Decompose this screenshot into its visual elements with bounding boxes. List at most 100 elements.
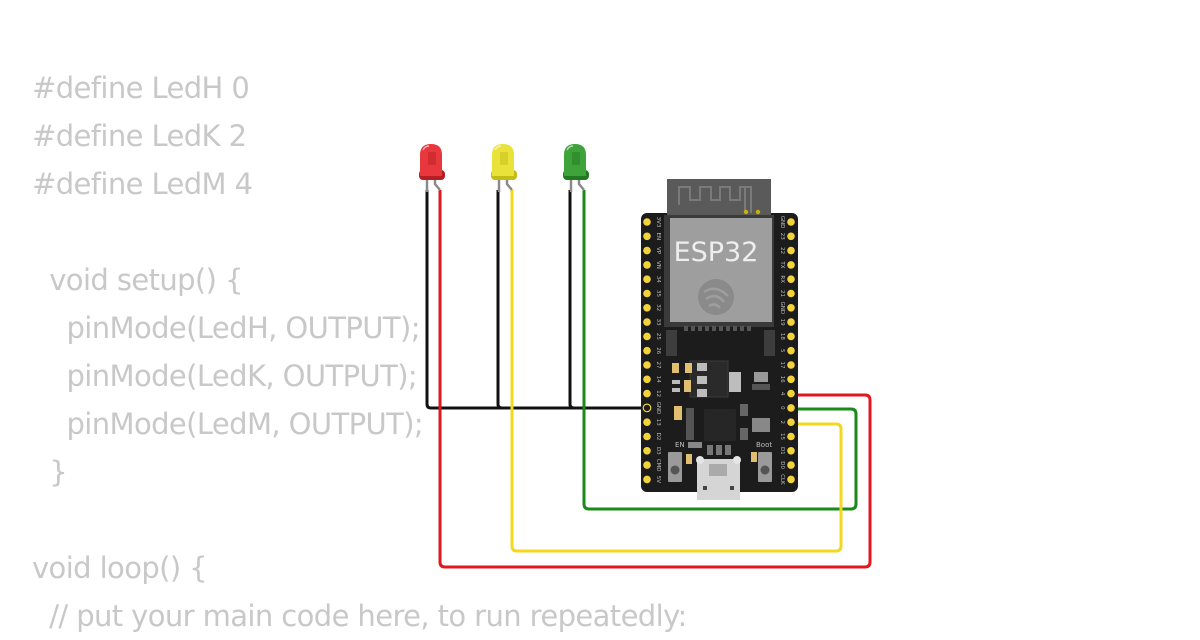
pin-0[interactable] xyxy=(787,404,795,412)
pin-label: 19 xyxy=(779,319,785,326)
pin-17[interactable] xyxy=(787,361,795,369)
pin-clk[interactable] xyxy=(787,475,795,484)
code-line: pinMode(LedH, OUTPUT); xyxy=(32,311,420,345)
pin-label: 21 xyxy=(779,290,785,297)
led-red[interactable] xyxy=(419,144,445,192)
pin-2[interactable] xyxy=(787,418,795,427)
pin-12[interactable] xyxy=(643,389,651,398)
pin-19[interactable] xyxy=(787,318,795,326)
pin-3v3[interactable] xyxy=(643,218,651,226)
pin-label: GND xyxy=(779,216,785,229)
antenna-trace xyxy=(678,186,752,213)
pin-label: D3 xyxy=(655,447,661,455)
pin-label: 33 xyxy=(655,319,661,326)
pin-label: 18 xyxy=(779,333,785,340)
pin-33[interactable] xyxy=(643,318,651,326)
pin-32[interactable] xyxy=(643,304,651,312)
pin-d0[interactable] xyxy=(787,461,795,469)
wire-ground[interactable] xyxy=(425,190,647,410)
pin-vp[interactable] xyxy=(643,246,651,255)
left-pin-header: 3V3ENVPVN343532332526271412GND13D2D3CMD5… xyxy=(642,217,661,484)
pin-label: 5 xyxy=(779,349,785,353)
module-castellations xyxy=(684,326,751,331)
esp32-board[interactable]: ESP32 xyxy=(641,179,798,500)
espressif-logo-icon xyxy=(698,279,734,315)
pin-18[interactable] xyxy=(787,332,795,341)
pin-label: 25 xyxy=(655,333,661,340)
pin-label: 35 xyxy=(655,290,661,297)
module-side-pads xyxy=(666,330,677,356)
pin-tx[interactable] xyxy=(787,261,795,269)
pin-label: 34 xyxy=(655,276,661,283)
code-line: // put your main code here, to run repea… xyxy=(32,599,687,633)
pin-22[interactable] xyxy=(787,246,795,255)
pin-label: VP xyxy=(655,247,661,255)
pin-4[interactable] xyxy=(787,389,795,398)
pin-label: VN xyxy=(655,261,661,269)
code-line: void loop() { xyxy=(32,551,208,585)
pin-23[interactable] xyxy=(787,232,795,241)
antenna-pad xyxy=(743,209,749,215)
boot-button[interactable] xyxy=(758,452,772,482)
pin-14[interactable] xyxy=(643,375,651,384)
module-side-pads xyxy=(764,330,775,356)
pin-label: 32 xyxy=(655,304,661,311)
pin-27[interactable] xyxy=(643,361,651,369)
pin-label: 5V xyxy=(655,476,661,483)
pin-label: GND xyxy=(655,402,661,415)
pin-label: 4 xyxy=(779,392,785,396)
en-button[interactable] xyxy=(668,452,682,482)
pin-label: EN xyxy=(655,233,661,241)
code-line: pinMode(LedM, OUTPUT); xyxy=(32,407,424,441)
led-yellow[interactable] xyxy=(491,144,517,192)
pin-label: 23 xyxy=(779,233,785,240)
board-components xyxy=(672,360,770,464)
pin-34[interactable] xyxy=(643,275,651,284)
code-line: #define LedK 2 xyxy=(32,119,247,153)
pin-label: D1 xyxy=(779,447,785,455)
pin-label: GND xyxy=(779,301,785,314)
wire-yellow[interactable] xyxy=(510,190,843,553)
pin-en[interactable] xyxy=(643,232,651,241)
pin-label: 2 xyxy=(779,420,785,424)
pin-cmd[interactable] xyxy=(643,461,651,469)
pin-5[interactable] xyxy=(787,346,795,355)
wire-green[interactable] xyxy=(582,190,858,511)
code-line: void setup() { xyxy=(32,263,243,297)
pin-26[interactable] xyxy=(643,346,651,355)
pin-label: 27 xyxy=(655,362,661,369)
pin-gnd[interactable] xyxy=(787,218,795,226)
pin-label: D2 xyxy=(655,433,661,441)
pin-label: 16 xyxy=(779,376,785,383)
pin-d3[interactable] xyxy=(643,447,651,455)
pin-21[interactable] xyxy=(787,289,795,298)
pin-13[interactable] xyxy=(643,418,651,427)
pin-35[interactable] xyxy=(643,289,651,298)
wire-ground-green-led[interactable] xyxy=(568,190,575,410)
pin-label: 22 xyxy=(779,247,785,254)
wire-red[interactable] xyxy=(438,190,872,569)
code-line: #define LedH 0 xyxy=(32,71,250,105)
led-green[interactable] xyxy=(563,144,589,192)
pin-d1[interactable] xyxy=(787,447,795,455)
code-line: #define LedM 4 xyxy=(32,167,253,201)
pin-16[interactable] xyxy=(787,375,795,384)
pin-label: 14 xyxy=(655,376,661,383)
pin-5v[interactable] xyxy=(643,475,651,484)
pin-label: 15 xyxy=(779,433,785,440)
pin-25[interactable] xyxy=(643,332,651,341)
pin-rx[interactable] xyxy=(787,275,795,284)
pin-gnd[interactable] xyxy=(787,304,795,312)
pin-label: 12 xyxy=(655,390,661,397)
pin-label: 17 xyxy=(779,362,785,369)
pin-label: 3V3 xyxy=(655,217,661,228)
pin-d2[interactable] xyxy=(643,432,651,441)
code-line: } xyxy=(32,455,68,489)
pin-gnd[interactable] xyxy=(642,403,652,413)
pin-vn[interactable] xyxy=(643,261,651,269)
wire-ground-yellow-led[interactable] xyxy=(496,190,503,410)
pin-15[interactable] xyxy=(787,432,795,441)
button-en-label: EN xyxy=(675,441,685,449)
